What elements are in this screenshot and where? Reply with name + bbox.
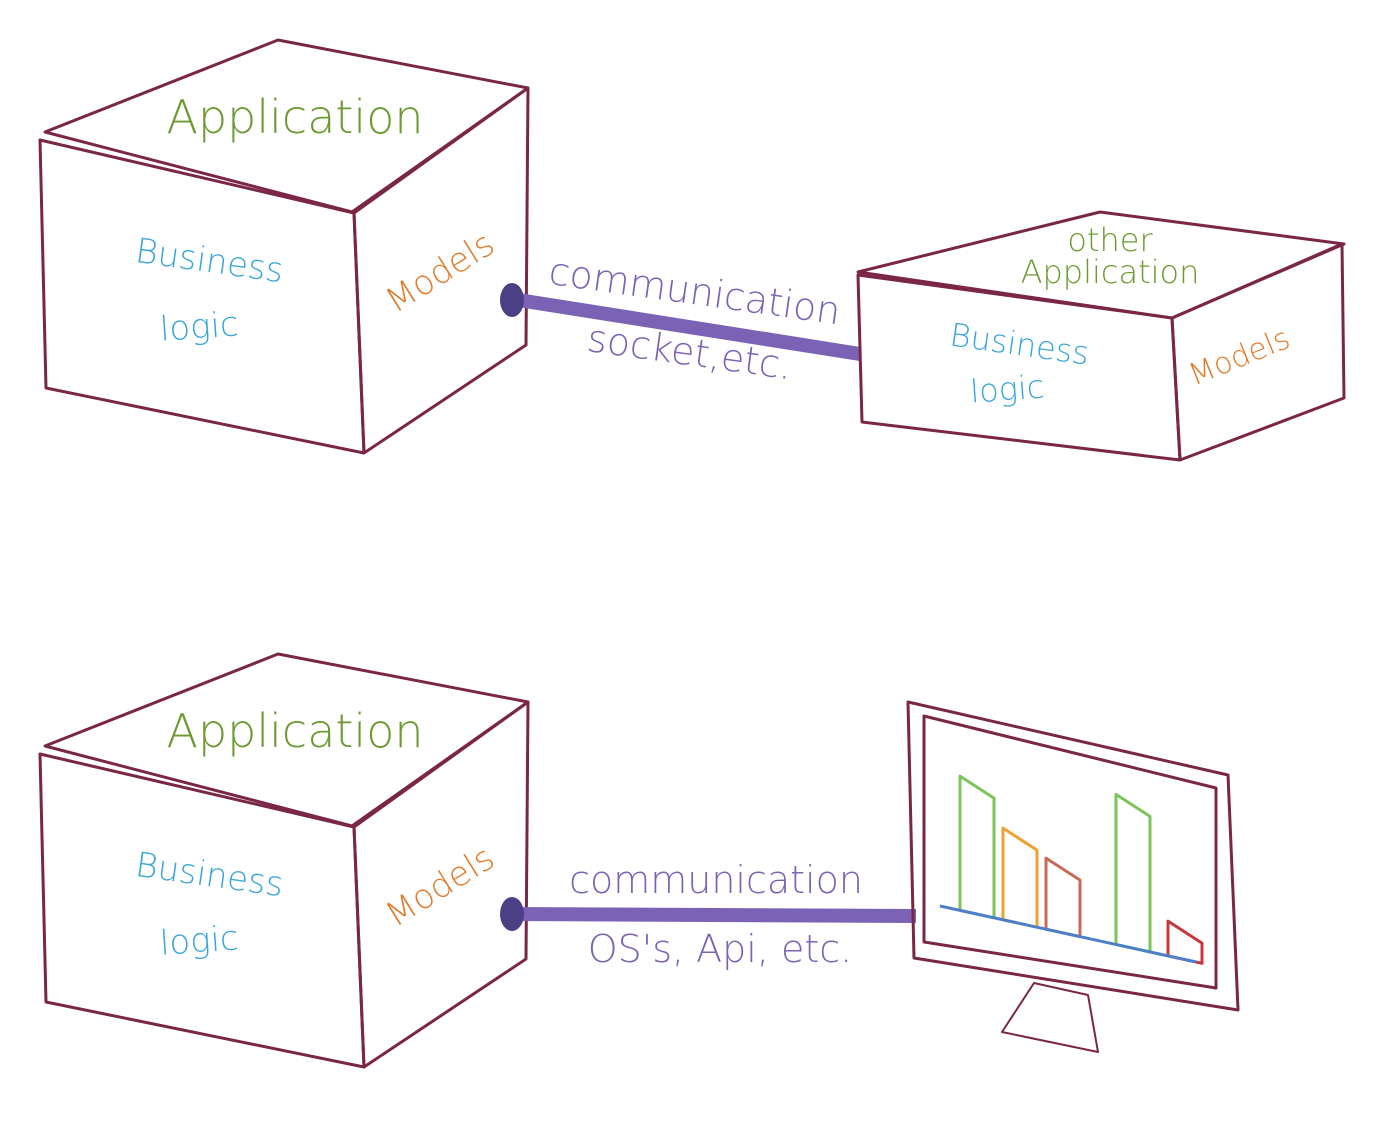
link-endpoint <box>500 283 524 317</box>
link-bar <box>511 907 917 923</box>
models-label: Models <box>379 224 502 321</box>
monitor-chart-bar-4 <box>1114 792 1152 954</box>
other-application-box: other Application Business logic Models <box>856 210 1346 462</box>
monitor-chart-bar-1 <box>958 774 996 920</box>
bottom-diagram: Application Business logic Models commun… <box>38 652 1240 1069</box>
cube-side-face <box>352 700 530 1069</box>
other-business-label-line1: Business <box>948 316 1092 373</box>
monitor-chart-bar-2 <box>1001 826 1039 929</box>
monitor-chart-axis <box>939 904 1197 964</box>
business-logic-label-line2: logic <box>159 304 240 349</box>
monitor-chart-bar-3 <box>1044 856 1082 939</box>
communication-link-bottom: communication OS's, Api, etc. <box>500 858 917 971</box>
link-label-top: communication <box>569 858 863 902</box>
cube-side-face <box>352 86 530 455</box>
other-app-title-line1: other <box>1067 221 1153 259</box>
application-title: Application <box>166 704 423 758</box>
monitor-stand <box>1001 982 1099 1053</box>
box-front-face <box>856 273 1182 462</box>
application-box-bottom: Application Business logic Models <box>38 652 530 1069</box>
cube-front-face <box>38 752 366 1069</box>
monitor-icon <box>906 700 1240 1053</box>
monitor-screen <box>922 714 1218 990</box>
other-models-label: Models <box>1184 321 1295 393</box>
top-diagram: Application Business logic Models commun… <box>38 38 1346 462</box>
communication-link-top: communication socket,etc. <box>500 249 862 388</box>
monitor-outer-frame <box>906 700 1240 1012</box>
business-logic-label-line1: Business <box>133 231 286 291</box>
application-box-top: Application Business logic Models <box>38 38 530 455</box>
cube-front-face <box>38 138 366 455</box>
models-label: Models <box>379 838 502 935</box>
business-logic-label-line1: Business <box>133 845 286 905</box>
application-title: Application <box>166 90 423 144</box>
link-label-bottom: OS's, Api, etc. <box>588 927 853 971</box>
link-bar <box>510 292 862 361</box>
other-app-title-line2: Application <box>1021 253 1200 291</box>
business-logic-label-line2: logic <box>159 918 240 963</box>
monitor-bar-chart <box>958 774 1204 965</box>
other-business-label-line2: logic <box>969 367 1046 410</box>
box-side-face <box>1170 242 1346 462</box>
link-endpoint <box>500 897 524 931</box>
